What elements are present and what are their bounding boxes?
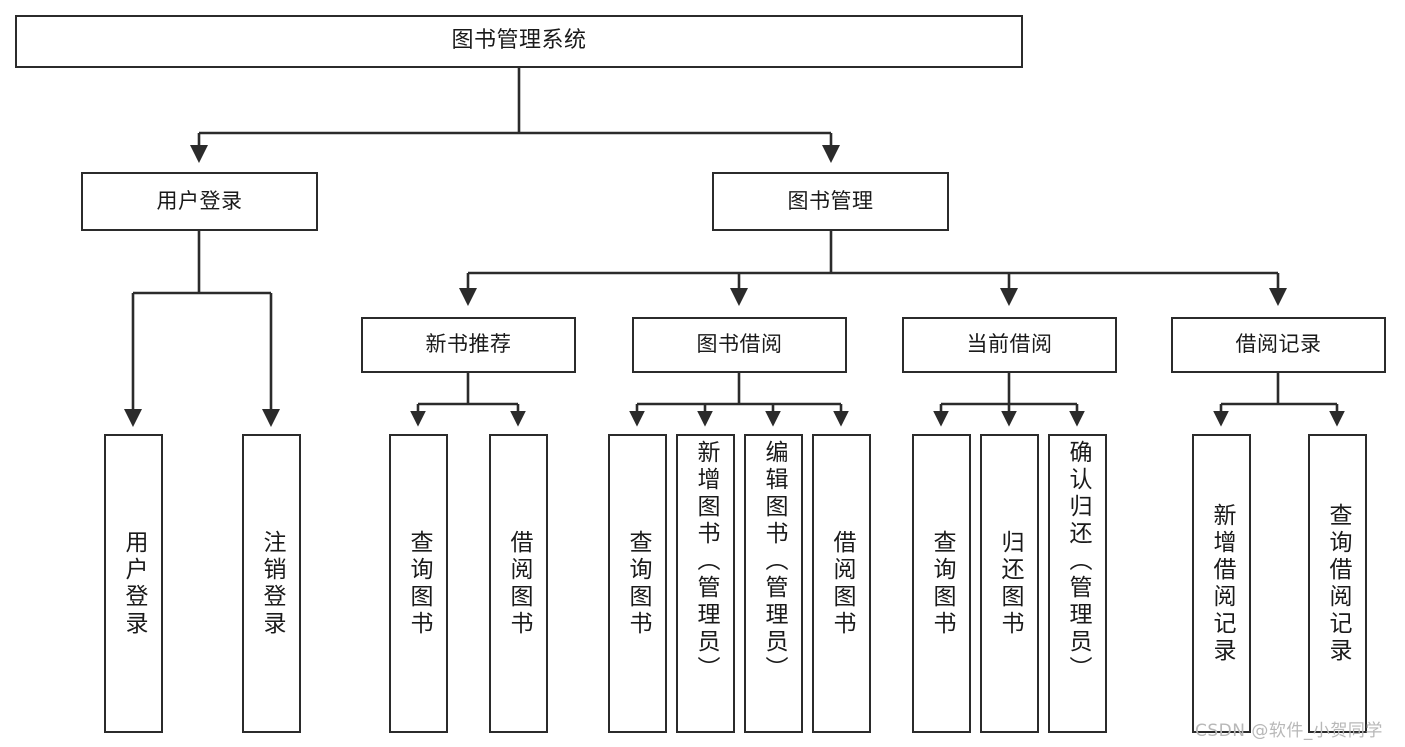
- node-new-book-recommend[interactable]: 新书推荐: [361, 317, 576, 373]
- node-label: 编辑图书（管理员）: [761, 440, 787, 683]
- node-label: 用户登录: [121, 529, 147, 638]
- node-leaf-add-book-admin[interactable]: 新增图书（管理员）: [676, 434, 735, 733]
- node-leaf-logout[interactable]: 注销登录: [242, 434, 301, 733]
- node-label: 当前借阅: [966, 332, 1053, 357]
- node-label: 归还图书: [997, 529, 1023, 638]
- node-leaf-add-borrow-record[interactable]: 新增借阅记录: [1192, 434, 1251, 733]
- node-label: 借阅记录: [1235, 332, 1322, 357]
- node-label: 借阅图书: [506, 529, 532, 638]
- node-leaf-query-book-recommend[interactable]: 查询图书: [389, 434, 448, 733]
- node-leaf-borrow-book-recommend[interactable]: 借阅图书: [489, 434, 548, 733]
- node-leaf-query-borrow-record[interactable]: 查询借阅记录: [1308, 434, 1367, 733]
- node-book-borrow[interactable]: 图书借阅: [632, 317, 847, 373]
- node-label: 图书借阅: [696, 332, 783, 357]
- node-book-management[interactable]: 图书管理: [712, 172, 949, 231]
- node-current-borrow[interactable]: 当前借阅: [902, 317, 1117, 373]
- node-label: 用户登录: [156, 188, 243, 213]
- node-leaf-edit-book-admin[interactable]: 编辑图书（管理员）: [744, 434, 803, 733]
- node-label: 查询借阅记录: [1325, 502, 1351, 665]
- node-label: 确认归还（管理员）: [1065, 440, 1091, 683]
- node-label: 查询图书: [625, 529, 651, 638]
- node-user-login[interactable]: 用户登录: [81, 172, 318, 231]
- watermark-text: CSDN @软件_小贺同学: [1195, 721, 1383, 741]
- node-label: 查询图书: [929, 529, 955, 638]
- node-label: 查询图书: [406, 529, 432, 638]
- node-leaf-confirm-return-admin[interactable]: 确认归还（管理员）: [1048, 434, 1107, 733]
- node-leaf-query-book-borrow[interactable]: 查询图书: [608, 434, 667, 733]
- node-label: 新增图书（管理员）: [693, 440, 719, 683]
- node-label: 图书管理系统: [451, 28, 587, 54]
- node-label: 图书管理: [787, 188, 874, 213]
- node-label: 新书推荐: [425, 332, 512, 357]
- node-label: 新增借阅记录: [1209, 502, 1235, 665]
- node-root-system[interactable]: 图书管理系统: [15, 15, 1023, 68]
- node-leaf-borrow-book[interactable]: 借阅图书: [812, 434, 871, 733]
- node-leaf-return-book[interactable]: 归还图书: [980, 434, 1039, 733]
- node-leaf-user-login[interactable]: 用户登录: [104, 434, 163, 733]
- node-label: 借阅图书: [829, 529, 855, 638]
- node-leaf-query-book-current[interactable]: 查询图书: [912, 434, 971, 733]
- node-label: 注销登录: [259, 529, 285, 638]
- node-borrow-record[interactable]: 借阅记录: [1171, 317, 1386, 373]
